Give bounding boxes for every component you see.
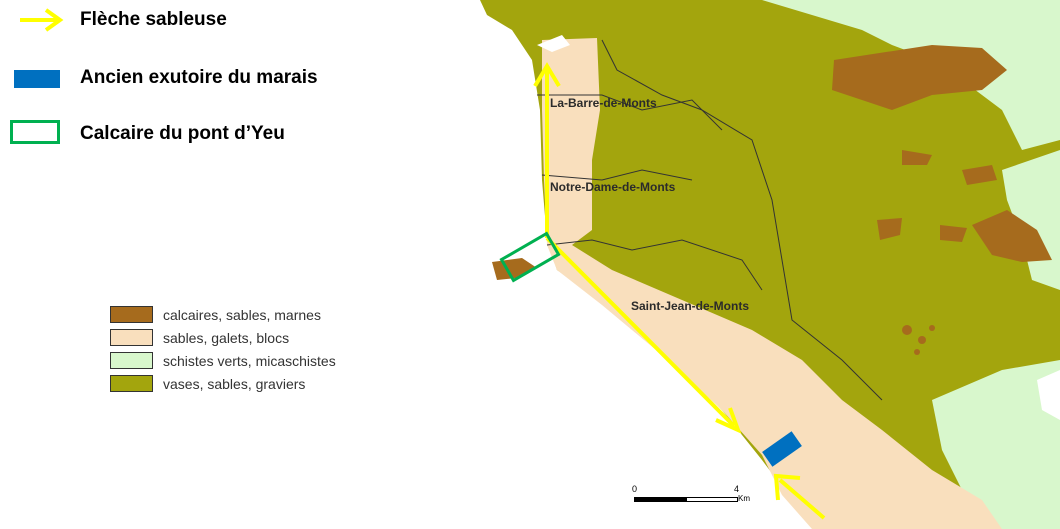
symbol-legend: Flèche sableuse Ancien exutoire du marai… (0, 0, 440, 180)
sand-spit-arrowhead (533, 62, 561, 88)
limestone-dot (918, 336, 926, 344)
mud-zone (480, 0, 1060, 529)
schist-zone-bottom (932, 360, 1060, 529)
geology-label: sables, galets, blocs (163, 329, 290, 346)
geology-legend: calcaires, sables, marnes sables, galets… (110, 303, 390, 395)
legend-label-old-outlet: Ancien exutoire du marais (80, 67, 318, 88)
commune-boundary (601, 39, 883, 401)
old-outlet-marker (762, 431, 802, 467)
geology-legend-item: vases, sables, graviers (110, 372, 390, 395)
limestone-dot (914, 349, 920, 355)
schist-blob (1037, 370, 1060, 420)
sand-spit-arrowhead (715, 407, 742, 434)
schist-zone-top (762, 0, 1060, 150)
limestone-patch-1 (832, 45, 1007, 110)
limestone-dot (902, 325, 912, 335)
scale-unit: Km (738, 494, 750, 503)
estuary (537, 35, 570, 52)
geology-label: schistes verts, micaschistes (163, 352, 336, 369)
geology-legend-item: calcaires, sables, marnes (110, 303, 390, 326)
limestone-patch-5 (940, 225, 967, 242)
green-outline-icon (10, 120, 60, 144)
scale-start: 0 (632, 484, 638, 494)
geology-legend-item: sables, galets, blocs (110, 326, 390, 349)
scale-bar: 0 4 Km (630, 484, 770, 508)
scale-end: 4 (734, 484, 740, 494)
mud-swatch (110, 375, 153, 392)
legend-label-sand-spit: Flèche sableuse (80, 9, 227, 30)
place-label-la-barre: La-Barre-de-Monts (550, 96, 657, 110)
commune-boundary (541, 169, 693, 181)
place-label-notre-dame: Notre-Dame-de-Monts (550, 180, 676, 194)
geological-map: La-Barre-de-Monts Notre-Dame-de-Monts Sa… (462, 0, 1060, 529)
limestone-outline-marker (499, 231, 561, 283)
sand-spit-arrow (545, 236, 736, 428)
limestone-patch-2 (972, 210, 1052, 262)
legend-label-limestone: Calcaire du pont d’Yeu (80, 123, 285, 144)
yellow-arrow-icon (0, 3, 80, 37)
geology-label: vases, sables, graviers (163, 375, 306, 392)
limestone-swatch (110, 306, 153, 323)
legend-item-old-outlet: Ancien exutoire du marais (0, 61, 318, 95)
place-label-saint-jean: Saint-Jean-de-Monts (631, 299, 750, 313)
limestone-dot (929, 325, 935, 331)
sand-spit-arrow (778, 478, 826, 520)
sand-dune-zone (542, 38, 1002, 529)
sand-spit-arrowhead (773, 473, 801, 501)
limestone-patch-3 (902, 150, 932, 165)
map-canvas (480, 0, 1060, 529)
limestone-patch-6 (962, 165, 997, 185)
blue-rectangle-icon (14, 70, 60, 88)
schist-swatch (110, 352, 153, 369)
scale-segment (686, 497, 738, 502)
limestone-patch-4 (877, 218, 902, 240)
legend-item-limestone: Calcaire du pont d’Yeu (0, 117, 285, 151)
geology-legend-item: schistes verts, micaschistes (110, 349, 390, 372)
commune-boundary (546, 239, 763, 291)
legend-item-sand-spit: Flèche sableuse (0, 3, 227, 37)
scale-segment (634, 497, 686, 502)
sand-swatch (110, 329, 153, 346)
geology-label: calcaires, sables, marnes (163, 306, 321, 323)
